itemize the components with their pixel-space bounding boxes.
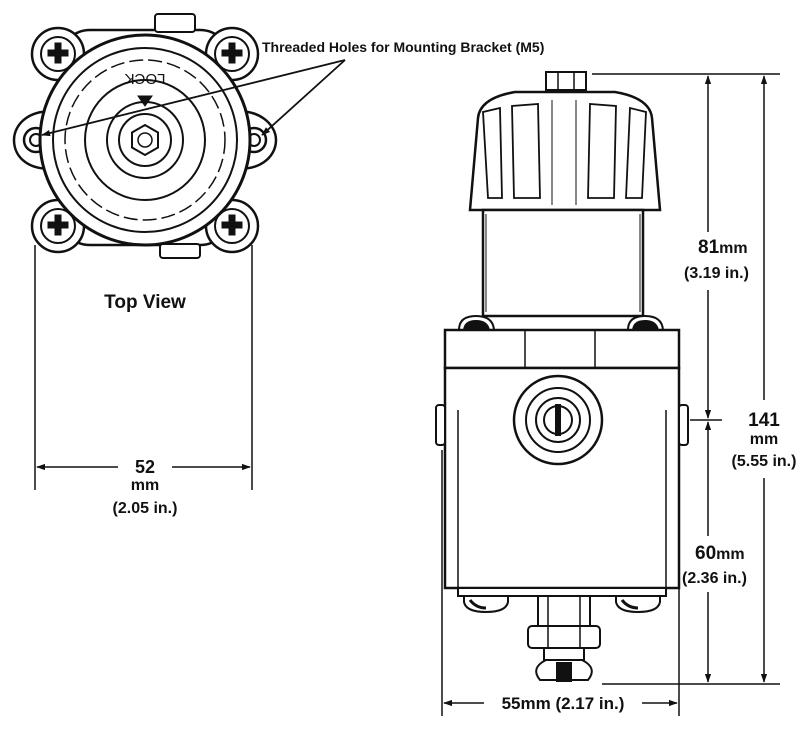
top-width-value: 52 bbox=[135, 457, 155, 477]
lower-height-dimension: 60mm (2.36 in.) bbox=[682, 421, 747, 683]
side-view: 55mm (2.17 in.) 81mm (3.19 in.) 60mm (2.… bbox=[435, 71, 797, 716]
lower-height-number: 60 bbox=[695, 543, 716, 564]
lower-height-inches: (2.36 in.) bbox=[682, 570, 747, 587]
upper-height-dimension: 81mm (3.19 in.) bbox=[684, 75, 749, 419]
lock-label: LOCK bbox=[125, 70, 166, 87]
total-height-inches: (5.55 in.) bbox=[732, 453, 797, 470]
top-view-width-dimension: 52 mm (2.05 in.) bbox=[34, 245, 253, 517]
lock-arrow-icon bbox=[137, 95, 153, 107]
top-nut bbox=[545, 71, 587, 91]
top-width-inches: (2.05 in.) bbox=[113, 500, 178, 517]
callout-leader-right bbox=[261, 59, 346, 136]
side-width-label: 55mm (2.17 in.) bbox=[502, 694, 625, 713]
total-height-unit: mm bbox=[750, 431, 778, 448]
lower-height-unit: mm bbox=[716, 546, 744, 563]
upper-height-value: 81mm bbox=[698, 237, 748, 258]
side-view-width-dimension: 55mm (2.17 in.) bbox=[441, 420, 680, 716]
total-height-number: 141 bbox=[748, 410, 780, 431]
bottom-bolts bbox=[463, 595, 661, 614]
bonnet-neck bbox=[481, 208, 645, 318]
height-extension-lines bbox=[592, 73, 780, 685]
gauge-port bbox=[512, 374, 604, 466]
bonnet-flange bbox=[443, 328, 681, 370]
drain-fitting bbox=[527, 595, 601, 682]
callout-text: Threaded Holes for Mounting Bracket (M5) bbox=[262, 39, 544, 55]
bonnet-screws bbox=[457, 314, 665, 331]
lower-height-value: 60mm bbox=[695, 543, 745, 564]
callout-leader-left bbox=[41, 59, 346, 137]
upper-height-unit: mm bbox=[719, 240, 747, 257]
top-view-title: Top View bbox=[104, 292, 186, 313]
upper-height-inches: (3.19 in.) bbox=[684, 265, 749, 282]
total-height-dimension: 141 mm (5.55 in.) bbox=[732, 75, 797, 683]
adjustment-knob-side bbox=[468, 90, 662, 212]
top-view: LOCK Threaded Holes for Mounting Bracket… bbox=[12, 13, 544, 517]
adjustment-knob-top: LOCK bbox=[38, 33, 252, 247]
top-width-unit: mm bbox=[131, 477, 159, 494]
upper-height-number: 81 bbox=[698, 237, 720, 258]
